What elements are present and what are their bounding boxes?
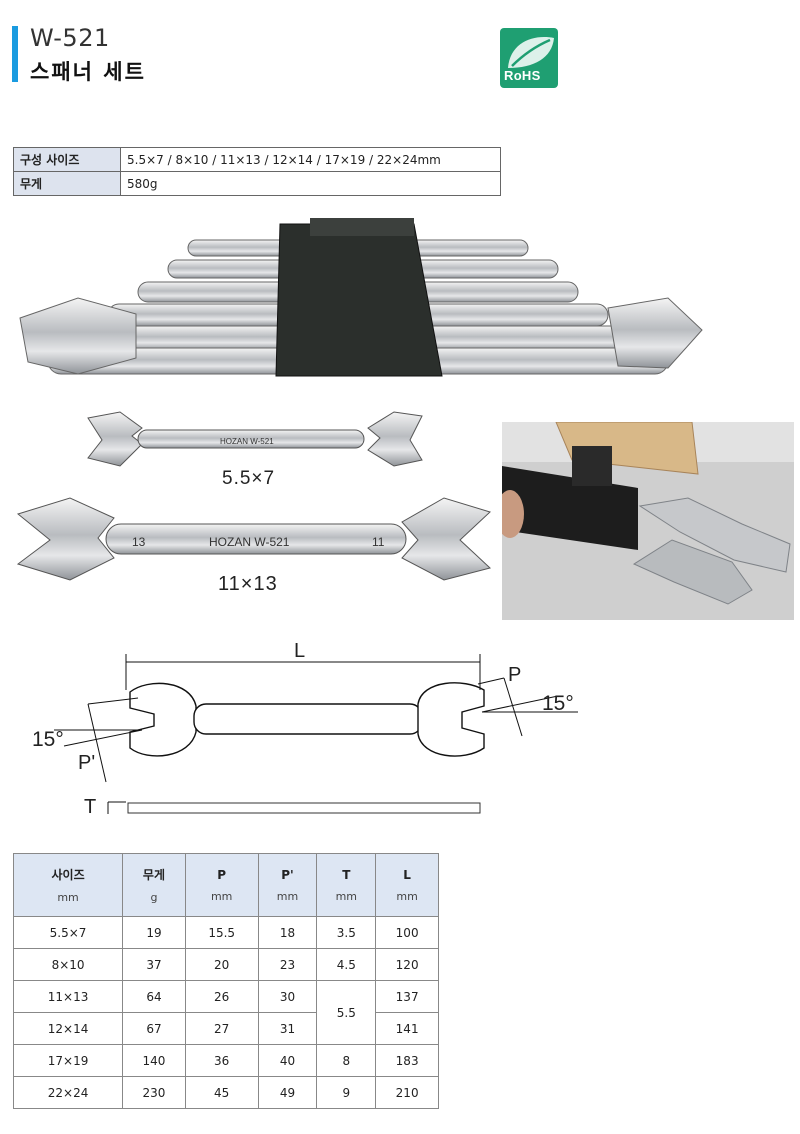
large-wrench-label: 11×13 <box>218 573 278 595</box>
dim-angle-left: 15° <box>32 728 64 751</box>
cell: 49 <box>257 1076 318 1109</box>
large-stamp: HOZAN W-521 <box>209 535 290 549</box>
cell: 18 <box>257 916 318 949</box>
spec-value: 580g <box>120 171 501 196</box>
table-row: 22×24 230 45 49 9 210 <box>12 1076 439 1109</box>
cell: 64 <box>122 980 186 1013</box>
dimension-diagram <box>54 654 578 814</box>
cell: 8 <box>316 1044 377 1077</box>
dim-angle-right: 15° <box>542 692 574 715</box>
model-number: W-521 <box>30 24 110 52</box>
table-row: 8×10 37 20 23 4.5 120 <box>12 948 439 981</box>
cell: 37 <box>122 948 186 981</box>
cell: 210 <box>375 1076 439 1109</box>
table-row: 11×13 64 26 30 5.5 137 <box>12 980 439 1045</box>
wrench-large-image: HOZAN W-521 13 11 <box>16 497 492 581</box>
cell: 36 <box>184 1044 259 1077</box>
cell: 67 <box>122 1012 186 1045</box>
cell: 100 <box>375 916 439 949</box>
cell: 17×19 <box>12 1044 124 1077</box>
cell: 40 <box>257 1044 318 1077</box>
dim-P: P <box>508 664 522 686</box>
spec-key: 구성 사이즈 <box>13 147 121 172</box>
small-stamp: HOZAN W-521 <box>220 437 274 446</box>
cell: 27 <box>184 1012 259 1045</box>
leaf-icon <box>508 37 554 68</box>
page-title: 스패너 세트 <box>30 60 146 84</box>
cell: 30 <box>257 980 318 1013</box>
cell: 19 <box>122 916 186 949</box>
small-wrench-label: 5.5×7 <box>222 468 276 489</box>
cell: 26 <box>184 980 259 1013</box>
cell: 45 <box>184 1076 259 1109</box>
cell: 11×13 <box>12 980 124 1013</box>
cell: 230 <box>122 1076 186 1109</box>
cell: 20 <box>184 948 259 981</box>
spec-value: 5.5×7 / 8×10 / 11×13 / 12×14 / 17×19 / 2… <box>120 147 501 172</box>
col-p-prime: P'mm <box>257 853 318 917</box>
dim-T: T <box>84 796 97 818</box>
rohs-text: RoHS <box>504 68 541 83</box>
large-end-left: 13 <box>132 535 146 549</box>
cell: 141 <box>375 1012 439 1045</box>
cell: 12×14 <box>12 1012 124 1045</box>
cell: 22×24 <box>12 1076 124 1109</box>
wrench-small-image: HOZAN W-521 <box>87 411 423 467</box>
dim-L: L <box>294 640 306 662</box>
cell: 120 <box>375 948 439 981</box>
cell: 8×10 <box>12 948 124 981</box>
cell: 3.5 <box>316 916 377 949</box>
spec-row: 무게 580g <box>13 171 501 196</box>
cell: 9 <box>316 1076 377 1109</box>
spec-row: 구성 사이즈 5.5×7 / 8×10 / 11×13 / 12×14 / 17… <box>13 147 501 172</box>
spec-key: 무게 <box>13 171 121 196</box>
table-row: 5.5×7 19 15.5 18 3.5 100 <box>12 916 439 949</box>
cell: 31 <box>257 1012 318 1045</box>
large-end-right: 11 <box>372 535 385 549</box>
dim-P-prime: P' <box>78 752 96 774</box>
cell: 183 <box>375 1044 439 1077</box>
wrench-set-photo <box>19 218 703 377</box>
cell: 140 <box>122 1044 186 1077</box>
accent-bar <box>12 26 18 82</box>
cell: 5.5×7 <box>12 916 124 949</box>
cell-merged: 5.5 <box>316 980 377 1045</box>
cell: 137 <box>375 980 439 1013</box>
spec-table: 구성 사이즈 5.5×7 / 8×10 / 11×13 / 12×14 / 17… <box>13 147 501 196</box>
cell: 4.5 <box>316 948 377 981</box>
table-row: 12×14 67 27 31 141 <box>12 1012 439 1045</box>
usage-photo <box>502 422 794 620</box>
cell: 15.5 <box>184 916 259 949</box>
table-row: 17×19 140 36 40 8 183 <box>12 1044 439 1077</box>
cell: 23 <box>257 948 318 981</box>
rohs-badge: RoHS <box>500 28 558 88</box>
